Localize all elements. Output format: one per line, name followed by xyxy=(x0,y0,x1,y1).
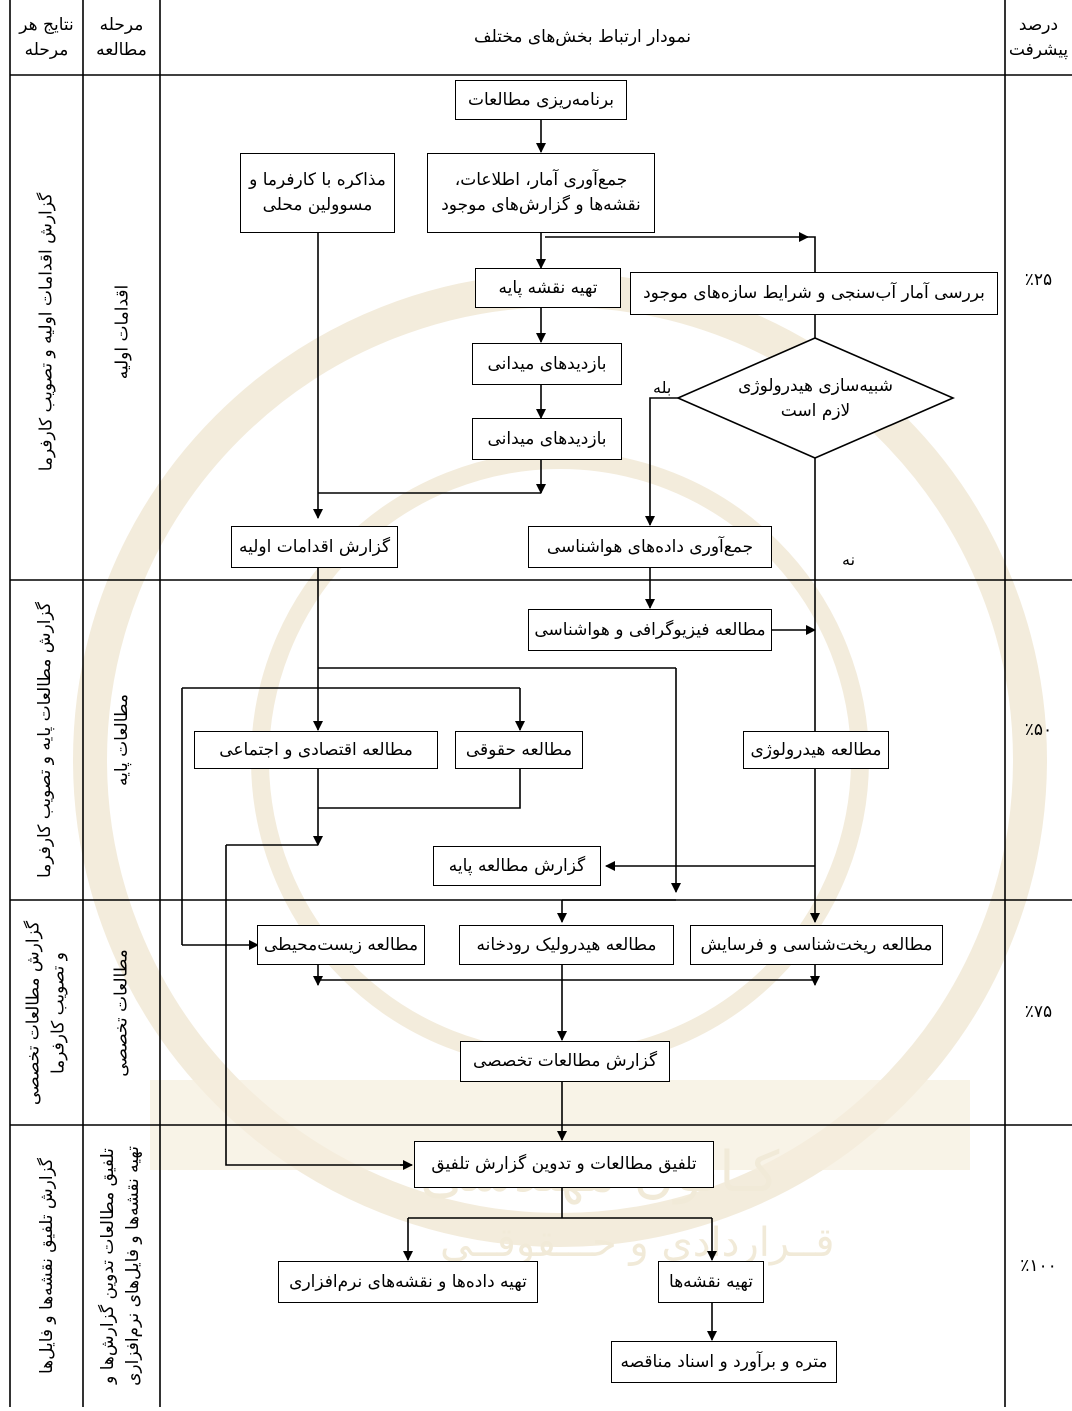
row2-stage: مطالعات پایه xyxy=(111,694,132,786)
row2-progress: ٪۵۰ xyxy=(1024,720,1053,740)
row1-progress: ٪۲۵ xyxy=(1024,270,1053,290)
label-yes: بله xyxy=(653,378,672,397)
box-physiography: مطالعه فیزیوگرافی و هواشناسی xyxy=(528,609,772,651)
box-maps: تهیه نقشه‌ها xyxy=(658,1261,764,1303)
row4-result: گزارش تلفیق نقشه‌ها و فایل‌ها xyxy=(36,1157,57,1375)
box-hydrometry: بررسی آمار آب‌سنجی و شرایط سازه‌های موجو… xyxy=(630,272,998,315)
box-hydrology: مطالعه هیدرولوژی xyxy=(743,731,889,769)
box-negotiate: مذاکره با کارفرما و مسوولین محلی xyxy=(240,153,395,233)
row3-result: گزارش مطالعات تخصصی و تصویب کارفرما xyxy=(23,920,69,1106)
box-base-report: گزارش مطالعه پایه xyxy=(433,846,601,886)
decision-diamond xyxy=(676,337,956,459)
decision-text: شبیه‌سازی هیدرولوژی لازم است xyxy=(738,375,893,422)
box-base-map: تهیه نقشه پایه xyxy=(475,268,621,308)
box-river-hydraulic: مطالعه هیدرولیک رودخانه xyxy=(459,925,674,965)
box-field-visit-1: بازدیدهای میدانی xyxy=(472,343,622,385)
row4-stage: تلفیق مطالعات تدوین گزارش‌ها و تهیه نقشه… xyxy=(98,1146,143,1386)
box-specialist-report: گزارش مطالعات تخصصی xyxy=(460,1041,670,1082)
header-progress: درصد پیشرفت xyxy=(1008,14,1069,60)
box-initial-report: گزارش اقدامات اولیه xyxy=(231,526,398,568)
header-stage: مرحله مطالعه xyxy=(96,14,147,60)
box-software-data: تهیه داده‌ها و نقشه‌های نرم‌افزاری xyxy=(278,1261,538,1303)
header-diagram: نمودار ارتباط بخش‌های مختلف xyxy=(474,27,692,48)
box-environment: مطالعه زیست‌محیطی xyxy=(257,925,425,965)
row3-progress: ٪۷۵ xyxy=(1024,1002,1053,1022)
box-met-data: جمع‌آوری داده‌های هواشناسی xyxy=(528,526,772,568)
row1-stage: اقدامات اولیه xyxy=(112,284,133,380)
row1-result: گزارش اقدامات اولیه و تصویب کارفرما xyxy=(36,192,57,472)
box-planning: برنامه‌ریزی مطالعات xyxy=(455,80,627,120)
row4-progress: ٪۱۰۰ xyxy=(1020,1256,1057,1276)
label-no: نه xyxy=(842,550,856,569)
header-results: نتایج هر مرحله xyxy=(19,14,74,60)
box-legal: مطالعه حقوقی xyxy=(455,731,583,769)
row3-stage: مطالعات تخصصی xyxy=(111,949,132,1077)
box-collect: جمع‌آوری آمار، اطلاعات، نقشه‌ها و گزارش‌… xyxy=(427,153,655,233)
box-integration: تلفیق مطالعات و تدوین گزارش تلفیق xyxy=(414,1141,714,1188)
box-field-visit-2: بازدیدهای میدانی xyxy=(472,418,622,460)
box-tender: متره و برآورد و اسناد مناقصه xyxy=(611,1341,837,1383)
row2-result: گزارش مطالعات پایه و تصویب کارفرما xyxy=(34,602,55,878)
box-economic: مطالعه اقتصادی و اجتماعی xyxy=(194,731,438,769)
box-morphology: مطالعه ریخت‌شناسی و فرسایش xyxy=(690,925,943,965)
